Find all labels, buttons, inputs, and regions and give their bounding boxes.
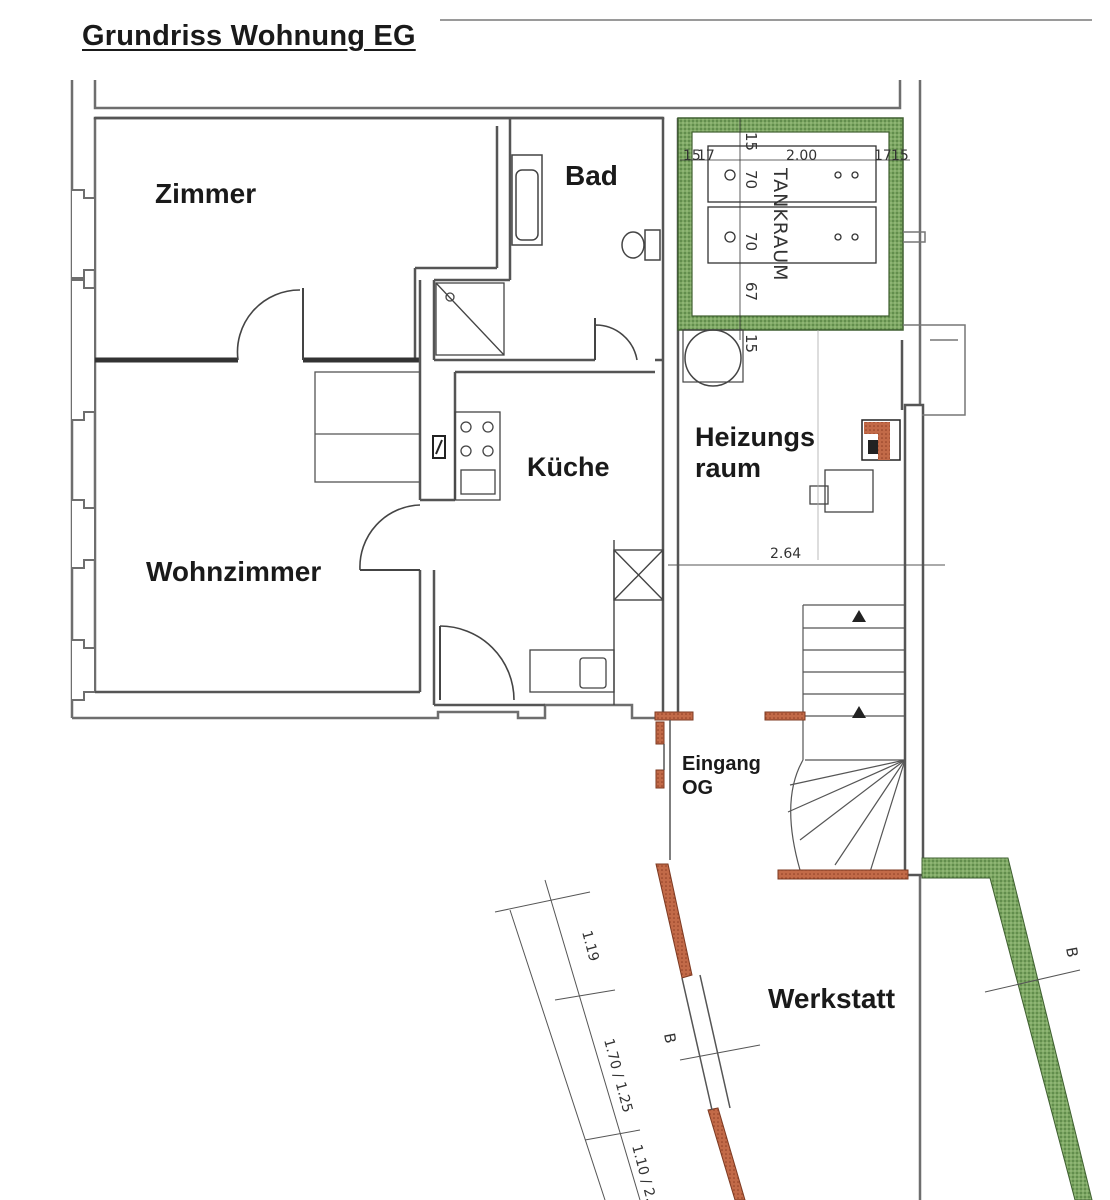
zimmer-door-swing (236, 289, 301, 361)
dim-tank-left-b: 17 (697, 148, 715, 164)
room-label-heizungsraum-line1: Heizungs (695, 422, 816, 452)
tanks (680, 118, 910, 340)
dim-side-3: 1.10 / 2.0 (628, 1143, 661, 1200)
tankraum-label: TANKRAUM (769, 167, 791, 282)
boiler (861, 419, 901, 461)
bath-door-swing (594, 324, 638, 361)
side-dimension-chain (494, 879, 641, 1200)
room-label-heizungsraum: Heizungs raum (695, 422, 815, 484)
room-label-eingang-line2: OG (682, 777, 714, 799)
dim-tank-top: 15 (742, 132, 760, 151)
burner (824, 469, 874, 513)
dim-tank-row3: 67 (742, 282, 760, 301)
entrance-walls (663, 720, 731, 1111)
page-title: Grundriss Wohnung EG (82, 20, 416, 52)
inner-walls (93, 116, 925, 877)
section-mark-b-left: B (660, 1032, 680, 1045)
room-label-wohnzimmer: Wohnzimmer (146, 556, 322, 587)
entrance-brick-walls (654, 711, 909, 1200)
section-mark-b-right: B (1062, 946, 1082, 959)
stove (454, 411, 501, 501)
kitchen-door-swing (439, 625, 515, 701)
left-window-reveals (72, 189, 96, 701)
room-label-kueche: Küche (527, 452, 610, 482)
shaft (613, 540, 664, 705)
dim-tank-bottom: 15 (742, 334, 760, 353)
room-label-heizungsraum-line2: raum (695, 453, 762, 484)
werkstatt-green-wall (921, 857, 1093, 1200)
stair-arrow-1 (852, 610, 866, 622)
dim-side-1: 1.19 (578, 929, 602, 963)
dim-tank-row2: 70 (742, 232, 760, 251)
dim-heizung-width: 2.64 (770, 546, 801, 562)
dim-tank-right-a: 17 (874, 148, 892, 164)
dim-side-2: 1.70 / 1.25 (600, 1037, 635, 1115)
dim-tank-right-b: 15 (891, 148, 909, 164)
toilet (621, 229, 661, 261)
staircase (787, 604, 906, 873)
bathtub (511, 154, 543, 246)
room-label-eingang: Eingang OG (682, 752, 761, 800)
dim-tank-width: 2.00 (786, 148, 817, 164)
section-line-b (679, 969, 1081, 1061)
heater-tank (684, 329, 742, 387)
room-label-werkstatt: Werkstatt (768, 983, 896, 1014)
vent-stubs (903, 231, 966, 416)
sink (529, 649, 615, 693)
tankraum-walls (677, 117, 904, 331)
sideboard (314, 371, 421, 483)
room-label-bad: Bad (565, 160, 618, 191)
room-label-zimmer: Zimmer (155, 178, 257, 209)
room-label-eingang-line1: Eingang (682, 753, 761, 775)
wohnzimmer-door-swing (359, 504, 421, 571)
dim-tank-row1: 70 (742, 170, 760, 189)
stair-arrow-2 (852, 706, 866, 718)
dim-tank-left-a: 15 (683, 148, 701, 164)
shower (435, 282, 505, 356)
